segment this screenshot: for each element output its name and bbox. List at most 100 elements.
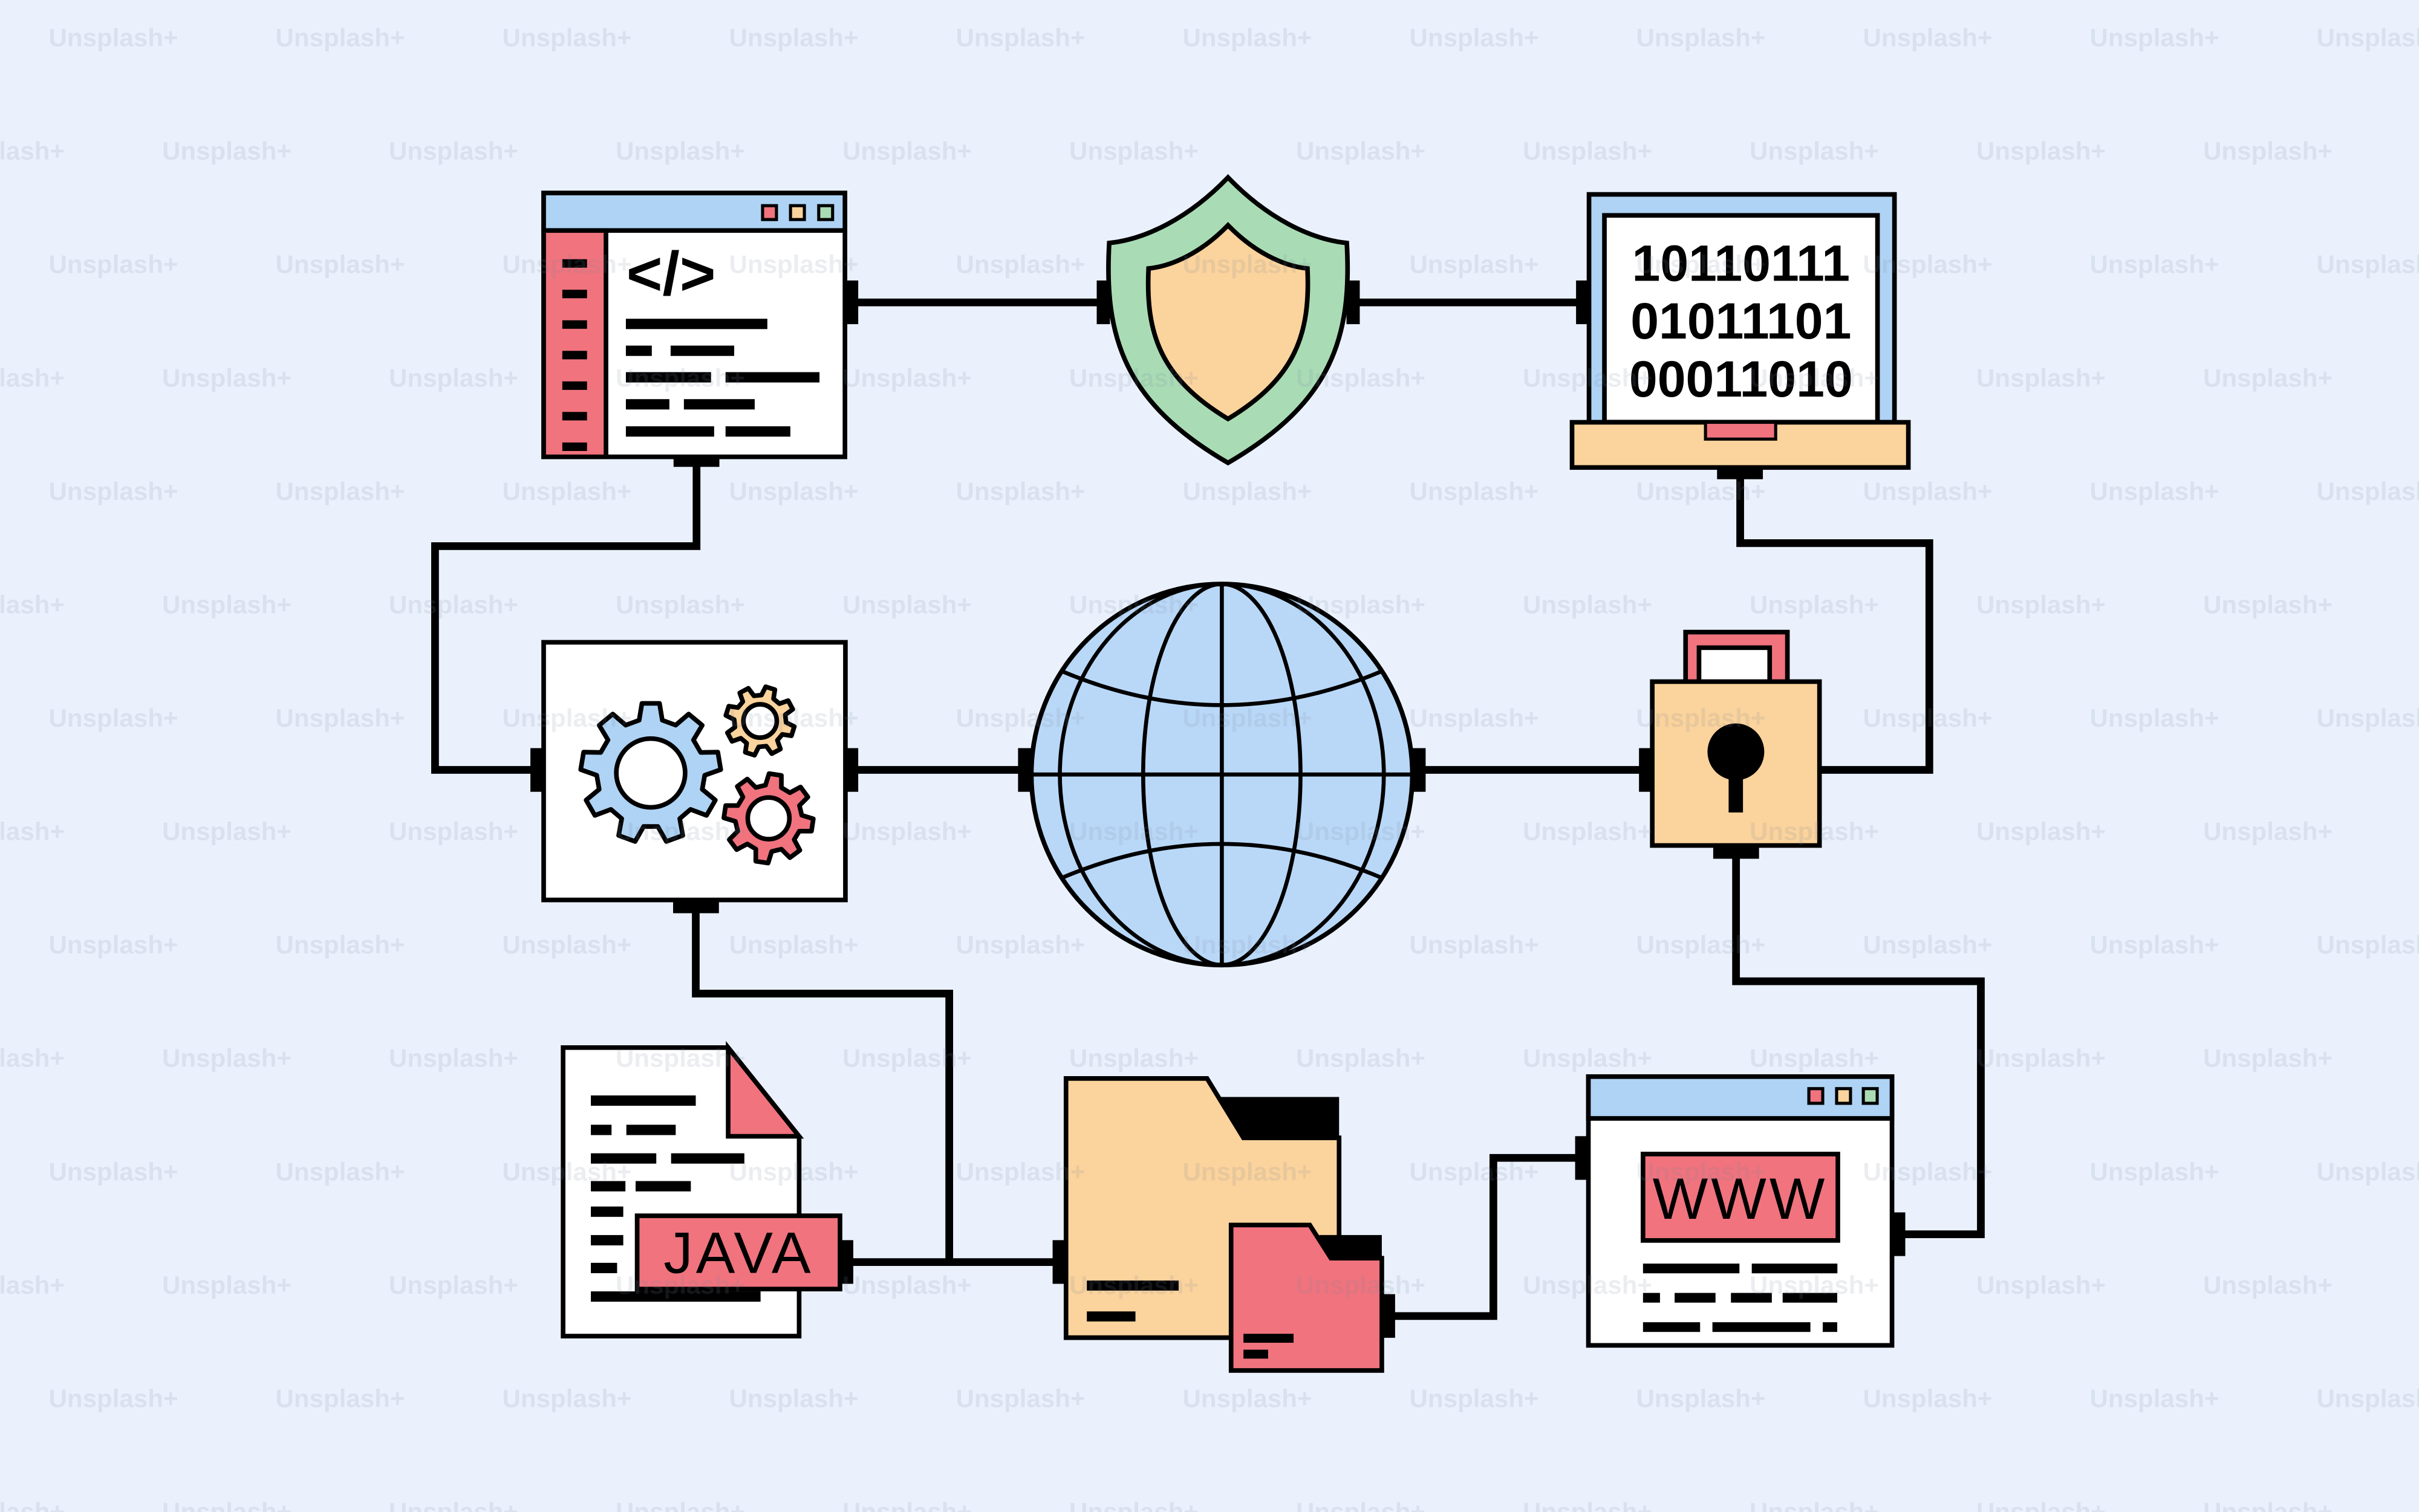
watermark-text: Unsplash+ xyxy=(1976,137,2106,165)
watermark-text: Unsplash+ xyxy=(502,24,631,52)
www-titlebar-button-orange xyxy=(1835,1087,1852,1105)
watermark-text: Unsplash+ xyxy=(1069,363,1199,392)
watermark-text: Unsplash+ xyxy=(0,817,65,846)
folder-large-tab xyxy=(1216,1097,1340,1138)
watermark-text: Unsplash+ xyxy=(1409,704,1538,732)
watermark-text: Unsplash+ xyxy=(2316,1157,2419,1186)
watermark-text: Unsplash+ xyxy=(162,1497,291,1512)
watermark-text: Unsplash+ xyxy=(1636,704,1765,732)
watermark-text: Unsplash+ xyxy=(616,137,745,165)
watermark-text: Unsplash+ xyxy=(956,930,1085,959)
watermark-text: Unsplash+ xyxy=(389,1497,518,1512)
watermark-text: Unsplash+ xyxy=(2203,1497,2333,1512)
watermark-text: Unsplash+ xyxy=(729,930,858,959)
watermark-text: Unsplash+ xyxy=(0,590,65,618)
watermark-text: Unsplash+ xyxy=(275,24,405,52)
watermark-text: Unsplash+ xyxy=(0,363,65,392)
watermark-text: Unsplash+ xyxy=(1523,1497,1652,1512)
watermark-text: Unsplash+ xyxy=(842,1271,972,1299)
watermark-text: Unsplash+ xyxy=(956,1157,1085,1186)
watermark-text: Unsplash+ xyxy=(616,1497,745,1512)
watermark-text: Unsplash+ xyxy=(1069,590,1199,618)
shield-inner xyxy=(1145,222,1310,422)
watermark-text: Unsplash+ xyxy=(1296,590,1425,618)
watermark-text: Unsplash+ xyxy=(502,1157,631,1186)
globe-gridlines xyxy=(1031,582,1413,967)
folder-icons xyxy=(1063,1076,1384,1373)
connector-gears-to-java-line xyxy=(692,904,954,1262)
www-titlebar-button-red xyxy=(1807,1087,1825,1105)
watermark-layer: Unsplash+ Unsplash+ Unsplash+ Unsplash+ Unsp… xyxy=(0,24,2419,1512)
watermark-text: Unsplash+ xyxy=(2316,930,2419,959)
watermark-text: Unsplash+ xyxy=(2316,1384,2419,1412)
port-globe-left xyxy=(1018,748,1032,792)
watermark-text: Unsplash+ xyxy=(1750,363,1879,392)
port-laptop-left xyxy=(1576,280,1590,325)
watermark-text: Unsplash+ xyxy=(2089,1157,2219,1186)
watermark-text: Unsplash+ xyxy=(2203,817,2333,846)
titlebar-buttons xyxy=(761,204,835,221)
watermark-text: Unsplash+ xyxy=(1750,590,1879,618)
watermark-text: Unsplash+ xyxy=(956,477,1085,505)
watermark-text: Unsplash+ xyxy=(1069,137,1199,165)
folder-large-lines xyxy=(1087,1280,1179,1322)
watermark-text: Unsplash+ xyxy=(2316,24,2419,52)
watermark-text: Unsplash+ xyxy=(275,704,405,732)
watermark-text: Unsplash+ xyxy=(1409,250,1538,279)
laptop-binary-icon: 10110111 01011101 00011010 xyxy=(1569,192,1911,470)
watermark-text: Unsplash+ xyxy=(1976,590,2106,618)
watermark-text: Unsplash+ xyxy=(1636,250,1765,279)
gears-window xyxy=(541,640,848,903)
port-gears-right xyxy=(845,748,859,792)
watermark-text: Unsplash+ xyxy=(1863,704,1992,732)
watermark-text: Unsplash+ xyxy=(956,250,1085,279)
connector-folder-to-www xyxy=(1393,1153,1577,1320)
watermark-text: Unsplash+ xyxy=(1976,1497,2106,1512)
www-titlebar-buttons xyxy=(1807,1087,1879,1105)
watermark-text: Unsplash+ xyxy=(1182,250,1312,279)
watermark-text: Unsplash+ xyxy=(956,704,1085,732)
port-java-right xyxy=(840,1240,853,1284)
watermark-text: Unsplash+ xyxy=(842,137,972,165)
watermark-text: Unsplash+ xyxy=(389,1044,518,1072)
port-www-right xyxy=(1892,1212,1906,1256)
watermark-text: Unsplash+ xyxy=(1863,1384,1992,1412)
watermark-text: Unsplash+ xyxy=(0,1271,65,1299)
laptop-trackpad xyxy=(1704,420,1777,441)
watermark-text: Unsplash+ xyxy=(1182,704,1312,732)
binary-text: 10110111 01011101 00011010 xyxy=(1629,235,1853,407)
browser-window-www: WWW xyxy=(1586,1074,1895,1348)
watermark-text: Unsplash+ xyxy=(1409,477,1538,505)
watermark-text: Unsplash+ xyxy=(2203,1044,2333,1072)
connector-laptop-to-padlock xyxy=(1736,472,1933,774)
gear-small-red-hole xyxy=(745,795,792,842)
connector-code-to-gears xyxy=(431,459,701,774)
watermark-text: Unsplash+ xyxy=(1409,1384,1538,1412)
keyhole xyxy=(1707,723,1765,813)
watermark-text: Unsplash+ xyxy=(0,1044,65,1072)
folder-small-tab xyxy=(1319,1235,1382,1259)
port-shield-right xyxy=(1346,280,1360,325)
port-padlock-left xyxy=(1639,748,1653,792)
globe-icon xyxy=(1029,582,1415,968)
watermark-text: Unsplash+ xyxy=(48,1384,178,1412)
watermark-text: Unsplash+ xyxy=(1636,930,1765,959)
watermark-text: Unsplash+ xyxy=(1636,1157,1765,1186)
watermark-text: Unsplash+ xyxy=(2316,477,2419,505)
port-gears-left xyxy=(530,748,544,792)
port-gears-bottom xyxy=(673,900,719,913)
watermark-text: Unsplash+ xyxy=(1069,817,1199,846)
watermark-text: Unsplash+ xyxy=(842,1497,972,1512)
watermark-text: Unsplash+ xyxy=(502,1384,631,1412)
watermark-text: Unsplash+ xyxy=(1750,1044,1879,1072)
watermark-text: Unsplash+ xyxy=(502,704,631,732)
watermark-text: Unsplash+ xyxy=(842,1044,972,1072)
code-lines xyxy=(625,319,820,437)
watermark-text: Unsplash+ xyxy=(389,137,518,165)
watermark-text: Unsplash+ xyxy=(1069,1271,1199,1299)
padlock-icon xyxy=(1650,629,1822,848)
watermark-text: Unsplash+ xyxy=(1750,1271,1879,1299)
watermark-text: Unsplash+ xyxy=(48,704,178,732)
svg-text:10110111: 10110111 xyxy=(1632,235,1851,291)
watermark-text: Unsplash+ xyxy=(275,477,405,505)
